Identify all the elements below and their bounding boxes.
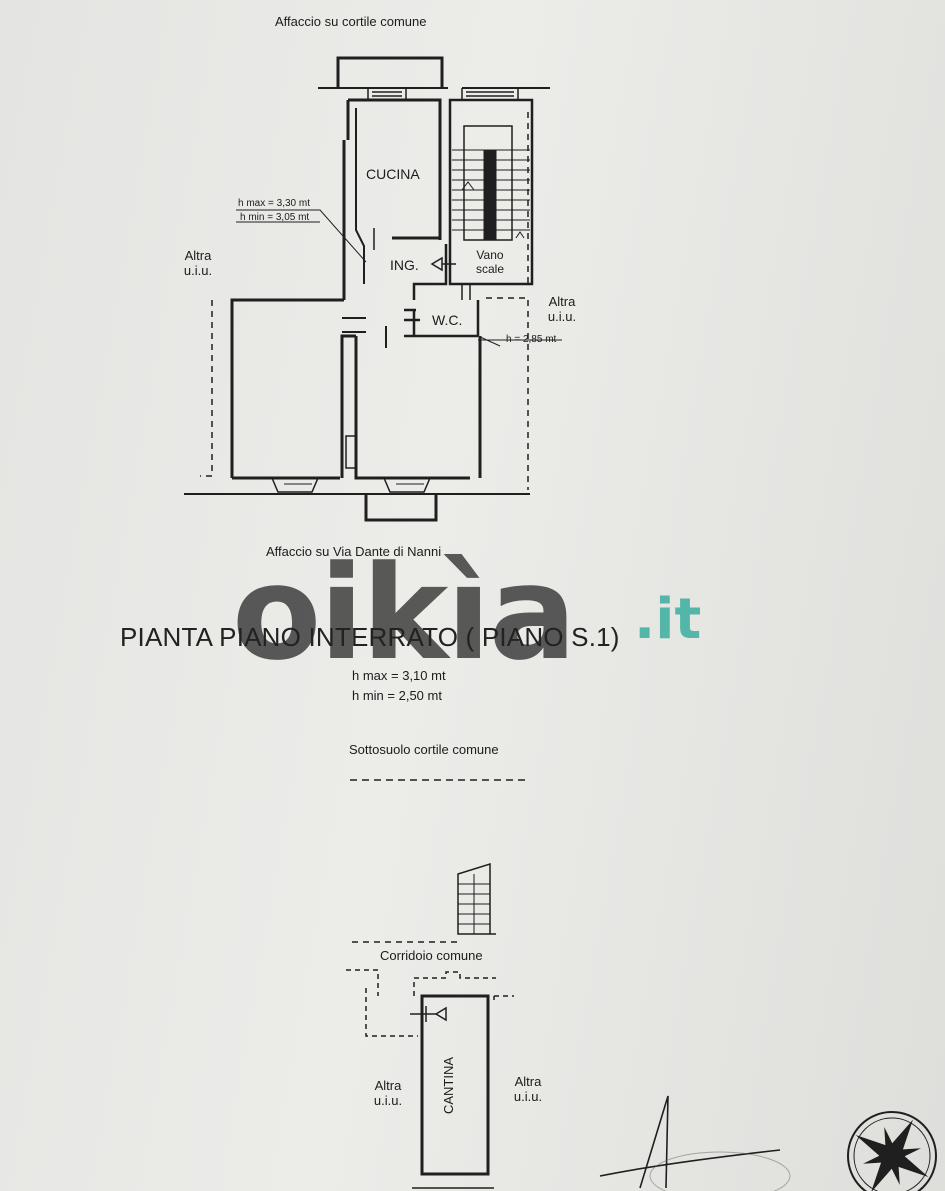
basement-right-unit-label: Altra u.i.u. — [513, 1074, 543, 1104]
cantina-room — [420, 994, 490, 1176]
top-facing-label: Affaccio su cortile comune — [275, 14, 427, 29]
kitchen-label: CUCINA — [366, 166, 420, 182]
corridor-label: Corridoio comune — [380, 948, 483, 963]
balcony-bottom — [364, 494, 438, 522]
wc-label: W.C. — [432, 312, 463, 328]
cellar-entry-arrow-icon — [410, 1006, 447, 1022]
wall-kitchen — [230, 98, 442, 480]
height-wc-label: h = 2,85 mt — [506, 334, 557, 345]
stair-treads — [452, 149, 530, 231]
wall-living — [340, 334, 482, 480]
cellar-label: CANTINA — [441, 1056, 457, 1115]
entry-arrow-icon — [430, 256, 456, 272]
boundary-dashes — [200, 87, 550, 490]
stair-well — [448, 98, 534, 286]
basement-left-unit-label: Altra u.i.u. — [373, 1078, 403, 1108]
left-unit-label: Altra u.i.u. — [183, 248, 213, 278]
entrance-label: ING. — [390, 257, 419, 273]
brand-watermark: oikìa — [232, 537, 577, 689]
height-min-label: h min = 3,05 mt — [240, 212, 310, 223]
height-max-label: h max = 3,30 mt — [238, 198, 310, 209]
bottom-facing-label: Affaccio su Via Dante di Nanni — [266, 544, 442, 559]
basement-height-min: h min = 2,50 mt — [352, 688, 442, 703]
window-bottom-right — [383, 477, 431, 493]
signature — [599, 1095, 781, 1189]
compass-rose-icon — [847, 1111, 937, 1191]
window-kitchen — [367, 88, 407, 101]
window-stair — [461, 88, 519, 101]
basement-height-max: h max = 3,10 mt — [352, 668, 446, 683]
balcony-top — [336, 56, 444, 88]
window-bottom-left — [271, 477, 319, 493]
subsoil-label: Sottosuolo cortile comune — [349, 742, 499, 757]
right-unit-label: Altra u.i.u. — [547, 294, 577, 324]
basement-title: PIANTA PIANO INTERRATO ( PIANO S.1) — [120, 622, 620, 652]
stair-label: Vano scale — [475, 248, 504, 276]
brand-watermark-suffix: .it — [634, 587, 702, 652]
wall-wc — [404, 300, 480, 338]
